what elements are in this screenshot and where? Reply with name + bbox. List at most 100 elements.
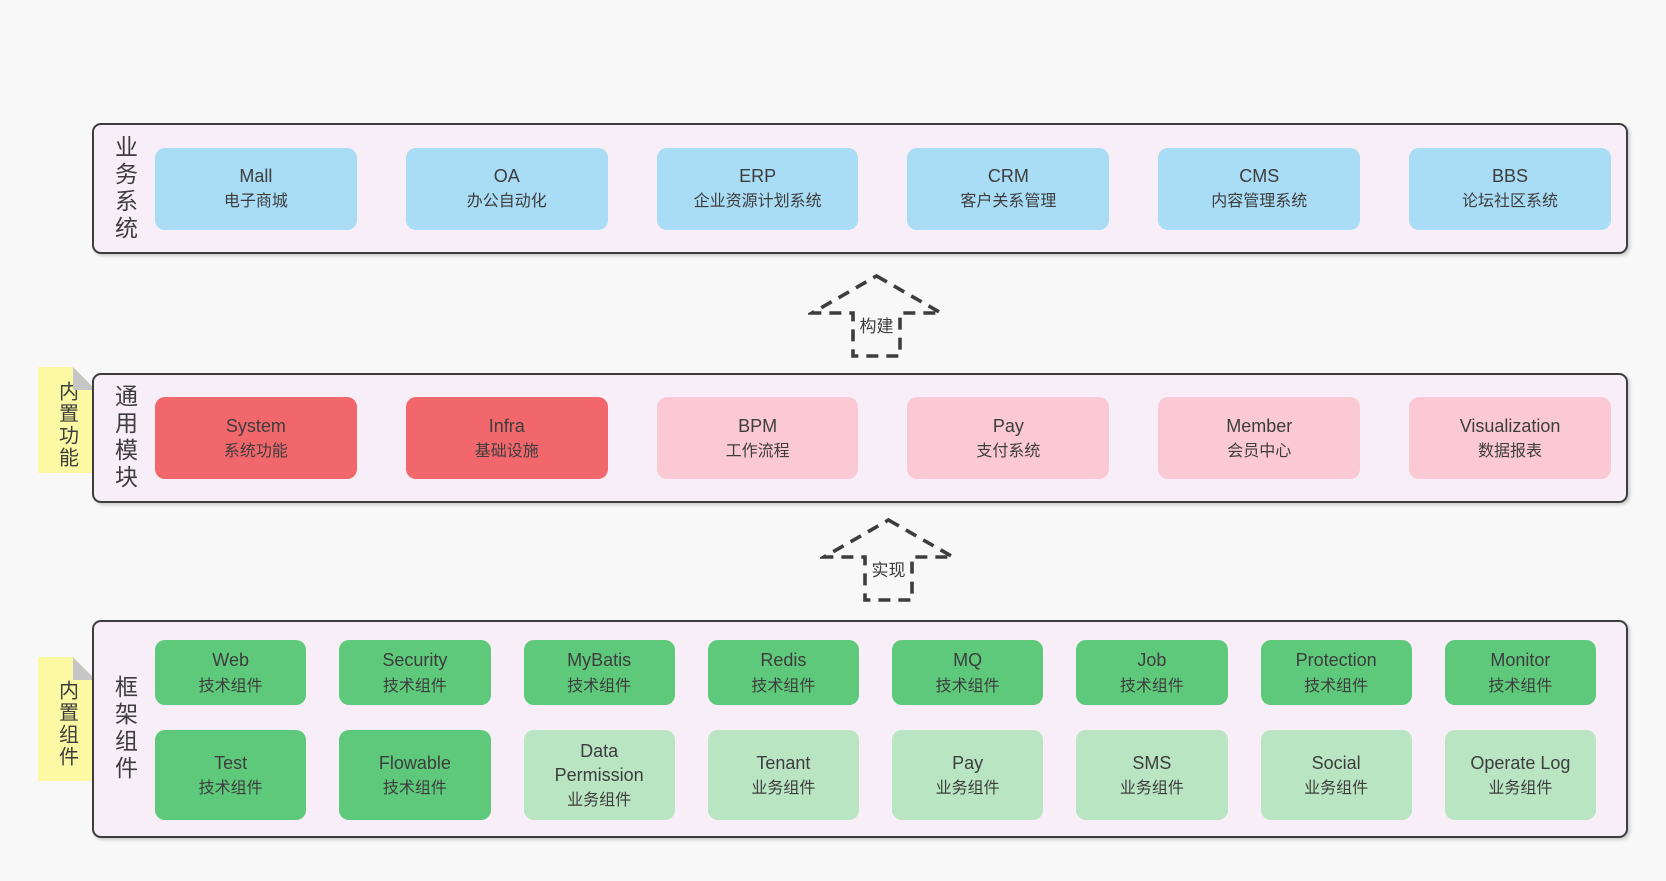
card-social: Social 业务组件 (1260, 730, 1412, 820)
card-flowable: Flowable 技术组件 (339, 730, 491, 820)
card-cms: CMS 内容管理系统 (1158, 147, 1361, 230)
card-bpm: BPM 工作流程 (656, 397, 859, 479)
build-arrow: 构建 (808, 273, 945, 359)
card-subtitle-zh: 企业资源计划系统 (693, 193, 822, 211)
card-title-en: Member (1226, 415, 1293, 436)
card-member: Member 会员中心 (1158, 397, 1361, 479)
card-subtitle-zh: 客户关系管理 (960, 193, 1057, 211)
business-cards-row: Mall 电子商城 OA 办公自动化 ERP 企业资源计划系统 CRM 客户关系… (155, 125, 1626, 252)
card-subtitle-zh: 业务组件 (1304, 780, 1369, 798)
card-subtitle-zh: 基础设施 (474, 442, 539, 460)
card-subtitle-zh: 技术组件 (567, 677, 632, 695)
card-title-en: MQ (953, 650, 983, 671)
card-mall: Mall 电子商城 (155, 147, 357, 230)
card-title-en: ERP (739, 166, 777, 187)
card-subtitle-zh: 数据报表 (1478, 442, 1543, 460)
card-infra: Infra 基础设施 (405, 397, 608, 479)
card-mybatis: MyBatis 技术组件 (523, 640, 675, 706)
card-title-en: System (225, 415, 286, 436)
card-title-en: CMS (1239, 166, 1280, 187)
card-title-en: Infra (488, 415, 525, 436)
sticky-note-builtin-components: 内置组件 (38, 657, 96, 781)
card-subtitle-zh: 技术组件 (382, 677, 447, 695)
card-title-en: Data Permission (554, 740, 644, 785)
card-subtitle-zh: 业务组件 (567, 792, 632, 810)
card-title-en: SMS (1132, 752, 1172, 773)
card-subtitle-zh: 业务组件 (1488, 780, 1553, 798)
framework-cards-grid: Web 技术组件 Security 技术组件 MyBatis 技术组件 Redi… (155, 622, 1626, 836)
card-subtitle-zh: 技术组件 (198, 677, 263, 695)
card-web: Web 技术组件 (155, 640, 307, 706)
card-title-en: Monitor (1490, 650, 1551, 671)
card-test: Test 技术组件 (155, 730, 307, 820)
sticky-note-builtin-features: 内置功能 (38, 367, 96, 473)
card-title-en: Redis (760, 650, 807, 671)
panel-common-modules: 通用模块 System 系统功能 Infra 基础设施 BPM 工作流程 Pay… (92, 373, 1628, 503)
card-title-en: Flowable (378, 752, 451, 773)
card-title-en: MyBatis (567, 650, 632, 671)
dashed-up-arrow-icon (820, 517, 957, 602)
card-subtitle-zh: 支付系统 (976, 442, 1041, 460)
card-erp: ERP 企业资源计划系统 (656, 147, 859, 230)
card-title-en: Security (382, 650, 448, 671)
card-monitor: Monitor 技术组件 (1444, 640, 1596, 706)
card-subtitle-zh: 内容管理系统 (1211, 193, 1308, 211)
card-title-en: Pay (952, 752, 984, 773)
card-security: Security 技术组件 (339, 640, 491, 706)
card-subtitle-zh: 技术组件 (382, 780, 447, 798)
card-subtitle-zh: 业务组件 (1119, 780, 1184, 798)
card-protection: Protection 技术组件 (1260, 640, 1412, 706)
card-crm: CRM 客户关系管理 (907, 147, 1110, 230)
card-subtitle-zh: 系统功能 (223, 442, 288, 460)
card-title-en: Social (1311, 752, 1361, 773)
card-subtitle-zh: 技术组件 (198, 780, 263, 798)
card-title-en: Web (212, 650, 249, 671)
panel-business-systems: 业务系统 Mall 电子商城 OA 办公自动化 ERP 企业资源计划系统 CRM… (92, 123, 1628, 254)
card-oa: OA 办公自动化 (405, 147, 608, 230)
implement-arrow-label: 实现 (867, 555, 910, 582)
card-subtitle-zh: 技术组件 (1488, 677, 1553, 695)
card-title-en: CRM (987, 166, 1029, 187)
sticky-note-label: 内置组件 (55, 680, 78, 768)
card-subtitle-zh: 技术组件 (1304, 677, 1369, 695)
card-title-en: OA (493, 166, 520, 187)
panel-label-framework: 框架组件 (111, 675, 138, 783)
card-title-en: Tenant (756, 752, 811, 773)
card-bbs: BBS 论坛社区系统 (1409, 147, 1611, 230)
panel-label-business: 业务系统 (111, 134, 138, 243)
card-subtitle-zh: 工作流程 (725, 442, 790, 460)
common-cards-row: System 系统功能 Infra 基础设施 BPM 工作流程 Pay 支付系统… (155, 375, 1626, 501)
card-system: System 系统功能 (155, 397, 357, 479)
sticky-note-label: 内置功能 (55, 381, 78, 469)
card-tenant: Tenant 业务组件 (707, 730, 859, 820)
card-subtitle-zh: 业务组件 (751, 780, 816, 798)
implement-arrow: 实现 (820, 517, 957, 603)
card-subtitle-zh: 论坛社区系统 (1462, 193, 1559, 211)
card-subtitle-zh: 技术组件 (751, 677, 816, 695)
card-data-permission: Data Permission 业务组件 (523, 730, 675, 820)
card-title-en: Test (214, 752, 248, 773)
card-subtitle-zh: 业务组件 (935, 780, 1000, 798)
build-arrow-label: 构建 (855, 311, 898, 338)
card-subtitle-zh: 电子商城 (223, 193, 288, 211)
card-visualization: Visualization 数据报表 (1409, 397, 1611, 479)
card-title-en: Visualization (1459, 415, 1561, 436)
card-title-en: Mall (239, 166, 273, 187)
card-title-en: Pay (992, 415, 1024, 436)
card-title-en: Operate Log (1470, 752, 1571, 773)
card-mq: MQ 技术组件 (892, 640, 1044, 706)
card-job: Job 技术组件 (1076, 640, 1228, 706)
card-subtitle-zh: 办公自动化 (466, 193, 547, 211)
card-pay-business: Pay 业务组件 (892, 730, 1044, 820)
card-subtitle-zh: 会员中心 (1227, 442, 1292, 460)
panel-framework-components: 框架组件 Web 技术组件 Security 技术组件 MyBatis 技术组件… (92, 620, 1628, 838)
card-subtitle-zh: 技术组件 (1119, 677, 1184, 695)
card-title-en: Job (1137, 650, 1167, 671)
card-sms: SMS 业务组件 (1076, 730, 1228, 820)
card-operate-log: Operate Log 业务组件 (1444, 730, 1596, 820)
card-subtitle-zh: 技术组件 (935, 677, 1000, 695)
card-pay: Pay 支付系统 (907, 397, 1110, 479)
dashed-up-arrow-icon (808, 273, 945, 358)
panel-label-common: 通用模块 (111, 384, 138, 492)
